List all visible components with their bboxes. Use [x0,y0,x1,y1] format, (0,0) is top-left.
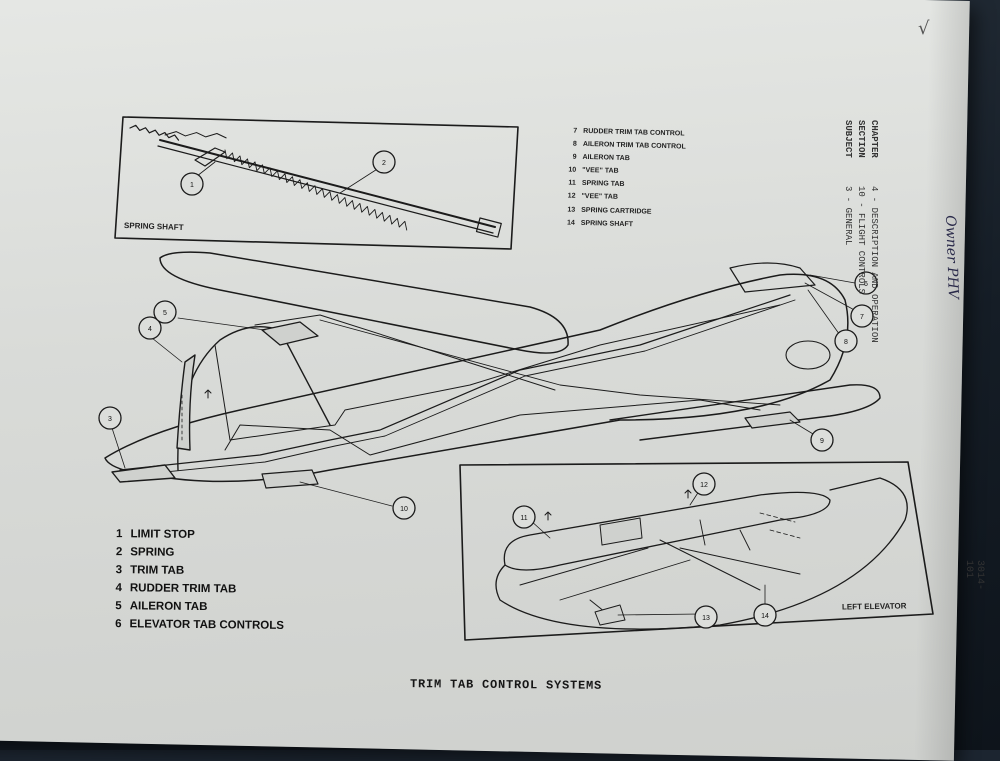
legend-number: 11 [568,179,576,188]
side-header-key: SUBJECT [843,120,853,158]
legend-label: AILERON TAB [582,154,630,163]
callout-number-5: 5 [163,310,167,317]
fuselage-outline [104,273,849,483]
callout-number-13: 13 [702,615,710,622]
legend-main: 1 LIMIT STOP 2 SPRING 3 TRIM TAB 4 RUDDER TR… [109,525,285,635]
legend-main-item: 3 TRIM TAB [110,561,285,581]
side-header-value: 10 - FLIGHT CONTROLS [856,186,866,295]
callout-number-11: 11 [520,515,527,522]
callout-circle-10 [392,496,416,520]
callout-circle-13 [694,605,718,629]
legend-main-item: 1 LIMIT STOP [110,525,285,545]
legend-number: 5 [115,600,122,613]
callout-circle-7 [850,304,874,328]
callout-number-1: 1 [190,182,194,189]
callout-number-2: 2 [382,160,386,167]
legend-label: SPRING TAB [581,180,625,189]
callout-circle-8 [834,329,858,353]
legend-label: SPRING SHAFT [580,219,634,228]
callout-circle-3 [98,406,122,430]
right-wing-outline [159,251,569,354]
left-elevator-label: LEFT ELEVATOR [841,601,907,612]
legend-label: SPRING [130,546,175,559]
handwritten-note: Owner PHV [942,215,961,300]
callout-number-7: 7 [860,314,864,321]
callout-number-6: 6 [864,281,868,288]
legend-number: 3 [115,564,123,577]
legend-label: RUDDER TRIM TAB [129,582,237,596]
callout-circle-12 [692,472,716,496]
legend-number: 12 [567,192,576,201]
callout-number-8: 8 [844,339,848,346]
side-header-row: CHAPTER 4 - DESCRIPTION AND OPERATION [867,120,880,343]
legend-main-item: 6 ELEVATOR TAB CONTROLS [109,615,284,635]
legend-main-item: 2 SPRING [110,543,285,563]
legend-number: 4 [115,582,122,595]
figure-caption: TRIM TAB CONTROL SYSTEMS [409,677,603,693]
legend-label: TRIM TAB [130,564,185,577]
left-elevator-inset-frame [459,461,934,641]
callout-circle-4 [138,316,162,340]
side-header-key: CHAPTER [869,120,879,158]
side-header-key: SECTION [856,120,866,158]
check-mark-icon: √ [918,18,930,39]
legend-main-item: 5 AILERON TAB [110,597,285,617]
callout-circle-5 [153,300,177,324]
legend-number: 10 [568,166,577,174]
legend-main-item: 4 RUDDER TRIM TAB [110,579,285,599]
legend-label: LIMIT STOP [130,528,195,541]
callout-circle-14 [753,603,777,627]
legend-number: 8 [572,140,577,148]
legend-label: "VEE" TAB [582,167,619,176]
side-header-value: 4 - DESCRIPTION AND OPERATION [869,186,879,343]
callout-number-12: 12 [700,482,708,489]
callout-circle-11 [512,505,536,529]
trim-tab-shape [111,464,176,483]
callout-number-14: 14 [761,613,769,620]
side-header-block: CHAPTER 4 - DESCRIPTION AND OPERATION SEC… [841,120,880,343]
control-cable-run-2 [124,299,796,477]
spring-coils [224,149,408,231]
callout-circle-9 [810,428,834,452]
legend-number: 1 [116,528,123,541]
callout-number-9: 9 [820,438,824,445]
side-header-row: SECTION 10 - FLIGHT CONTROLS [854,120,867,343]
rudder-trim-tab-shape [176,354,196,451]
side-header-value: 3 - GENERAL [843,186,853,246]
page-number: 3014-101 [963,560,985,591]
legend-label: AILERON TAB [129,600,208,614]
left-wing-outline [609,384,881,441]
side-header-row: SUBJECT 3 - GENERAL [841,120,854,343]
callout-number-10: 10 [400,506,408,513]
callout-circle-1 [180,172,204,196]
legend-number: 2 [115,546,123,559]
callouts [98,150,878,629]
spring-shaft-inset-frame [114,116,519,250]
spring-shaft-rod [159,139,496,228]
elevator-outline [503,491,831,571]
callout-number-4: 4 [148,326,152,333]
callout-circle-2 [372,150,396,174]
legend-number: 6 [115,618,122,631]
legend-label: "VEE" TAB [581,193,619,202]
legend-label: ELEVATOR TAB CONTROLS [129,618,284,632]
vertical-fin [177,325,331,471]
legend-number: 7 [573,127,578,135]
legend-number: 14 [566,219,575,227]
callout-number-3: 3 [108,416,112,423]
control-cable-run-4 [224,399,761,456]
legend-number: 9 [572,153,577,161]
control-cable-run-3 [229,304,781,441]
legend-number: 13 [567,206,576,214]
control-cable-run-1 [119,294,791,471]
callout-circle-6 [854,271,878,295]
aileron-tab-shape [261,321,319,346]
